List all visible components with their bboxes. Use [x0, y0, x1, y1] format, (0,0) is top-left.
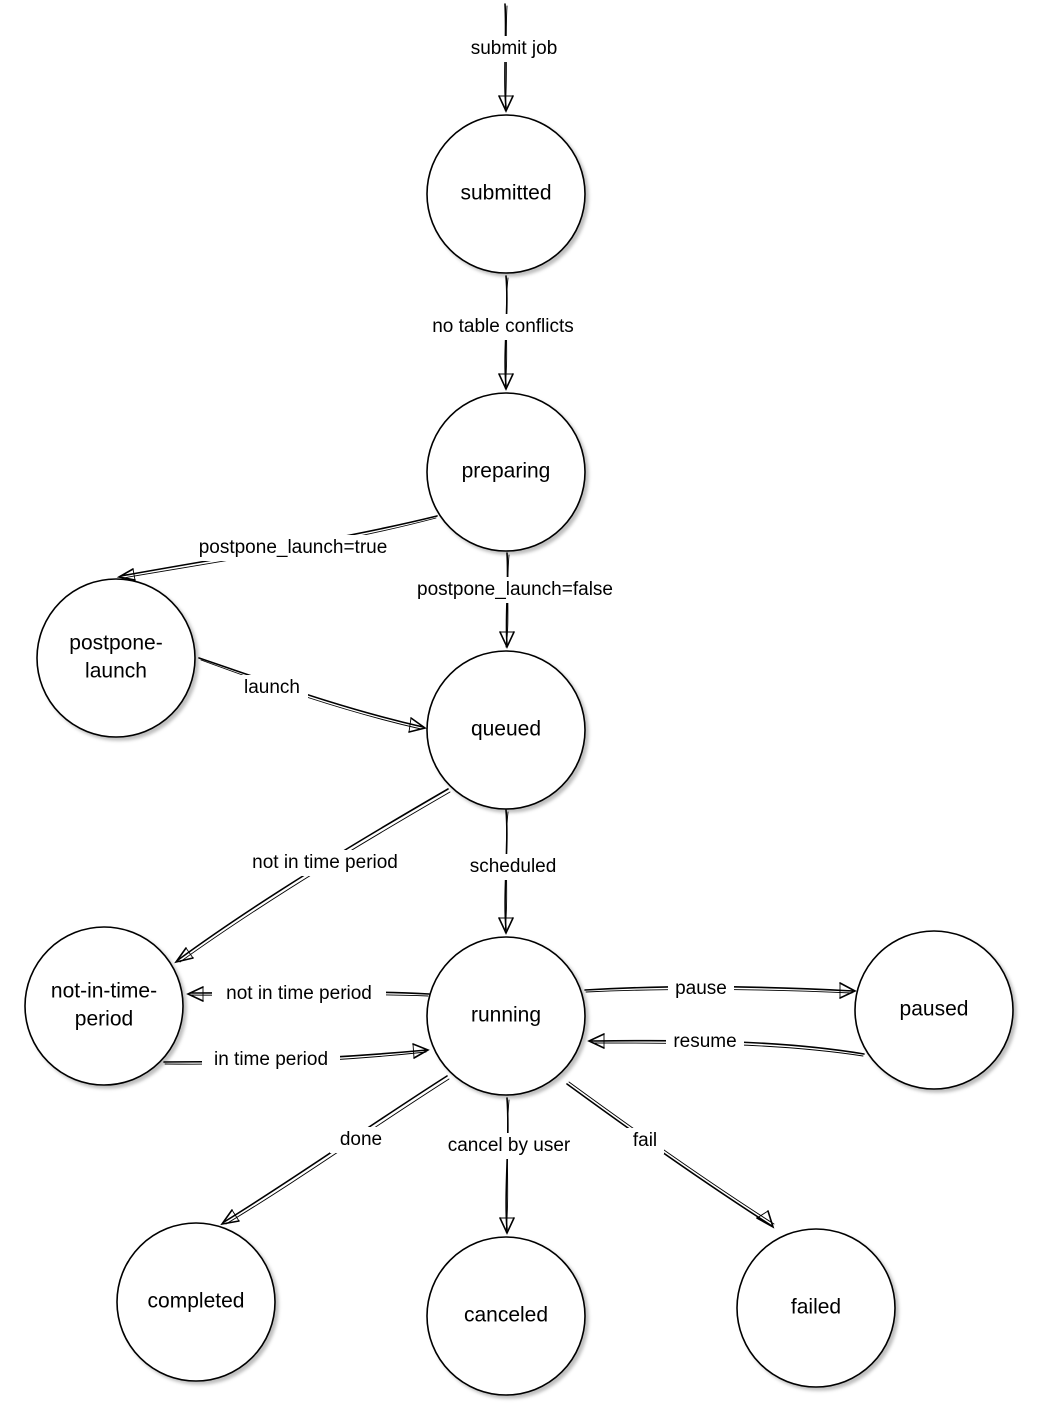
edge-launch[interactable]: launch [198, 657, 427, 733]
svg-text:failed: failed [791, 1296, 841, 1319]
edge-in-time-period[interactable]: in time period [163, 1043, 430, 1073]
edge-no-table-conflicts[interactable]: no table conflicts [418, 275, 588, 391]
state-canceled[interactable]: canceled [426, 1236, 586, 1396]
edge-cancel-by-user[interactable]: cancel by user [434, 1097, 584, 1235]
edge-label-launch: launch [244, 677, 300, 698]
edge-postpone-false[interactable]: postpone_launch=false [398, 552, 632, 649]
svg-text:not-in-time-: not-in-time- [51, 980, 157, 1003]
state-submitted[interactable]: submitted [426, 114, 586, 274]
edge-submit-job[interactable]: submit job [460, 3, 568, 113]
svg-text:running: running [471, 1004, 541, 1027]
edge-label-scheduled: scheduled [470, 856, 557, 877]
edge-label-fail: fail [633, 1130, 657, 1151]
state-postpone-launch[interactable]: postpone- launch [36, 578, 196, 738]
state-not-in-time-period[interactable]: not-in-time- period [24, 926, 184, 1086]
edge-scheduled[interactable]: scheduled [458, 809, 568, 935]
edge-label-pause: pause [675, 978, 727, 999]
state-failed[interactable]: failed [736, 1228, 896, 1388]
edge-not-in-time-period-from-queued[interactable]: not in time period [174, 788, 451, 964]
edge-done[interactable]: done [220, 1075, 450, 1226]
svg-text:postpone-: postpone- [69, 632, 162, 655]
svg-text:period: period [75, 1008, 133, 1031]
edge-label-resume: resume [673, 1031, 736, 1052]
edge-label-postpone-false: postpone_launch=false [417, 579, 613, 600]
edge-label-submit-job: submit job [471, 38, 558, 59]
svg-text:preparing: preparing [462, 460, 551, 483]
svg-text:queued: queued [471, 718, 541, 741]
svg-text:launch: launch [85, 660, 147, 683]
edge-label-not-in-time-period-running: not in time period [226, 983, 372, 1004]
state-queued[interactable]: queued [426, 650, 586, 810]
edge-label-done: done [340, 1129, 382, 1150]
edge-not-in-time-period-from-running[interactable]: not in time period [186, 981, 430, 1007]
edge-resume[interactable]: resume [587, 1029, 865, 1057]
svg-text:paused: paused [900, 998, 969, 1021]
edge-label-not-in-time-period-queued: not in time period [252, 852, 398, 873]
state-running[interactable]: running [426, 936, 586, 1096]
edge-label-cancel-by-user: cancel by user [448, 1135, 571, 1156]
edge-postpone-true[interactable]: postpone_launch=true [116, 515, 438, 581]
edge-pause[interactable]: pause [584, 976, 857, 1002]
edge-label-postpone-true: postpone_launch=true [199, 537, 388, 558]
svg-text:submitted: submitted [460, 182, 551, 205]
edge-label-in-time-period: in time period [214, 1049, 328, 1070]
state-completed[interactable]: completed [116, 1222, 276, 1382]
state-paused[interactable]: paused [854, 930, 1014, 1090]
svg-text:canceled: canceled [464, 1304, 548, 1327]
edge-fail[interactable]: fail [566, 1081, 775, 1229]
edge-label-no-table-conflicts: no table conflicts [432, 316, 574, 337]
svg-text:completed: completed [148, 1290, 245, 1313]
state-preparing[interactable]: preparing [426, 392, 586, 552]
